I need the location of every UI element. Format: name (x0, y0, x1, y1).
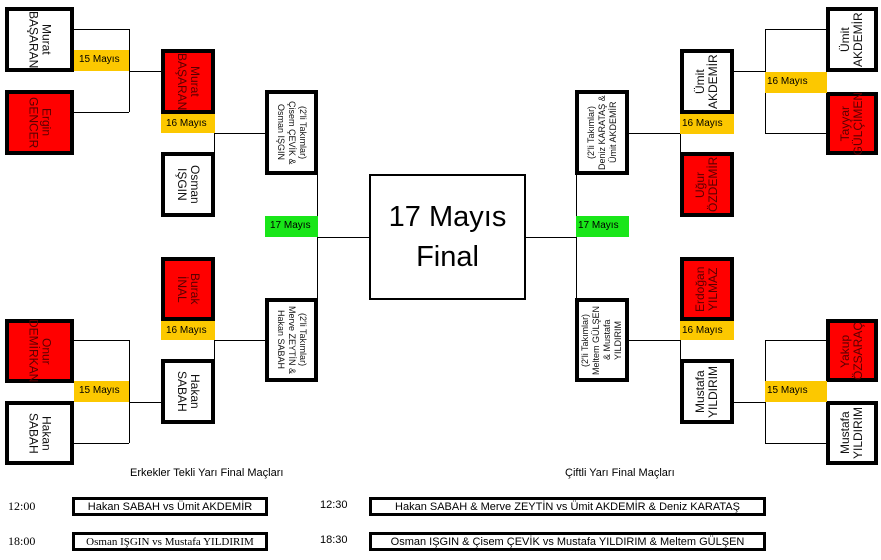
match-box[interactable]: Osman IŞGIN vs Mustafa YILDIRIM (72, 532, 268, 551)
player-box-eliminated[interactable]: Yakup ÖZSARAÇ (826, 319, 878, 382)
player-name: Murat BAŞARAN (175, 52, 202, 111)
date-label: 16 Mayıs (680, 114, 734, 134)
team-box[interactable]: (2'li Takımlar) Deniz KARATAŞ & Ümit AKD… (575, 90, 629, 175)
player-box[interactable]: Murat BAŞARAN (5, 7, 74, 72)
connector (733, 402, 765, 403)
connector (214, 340, 266, 341)
player-name: Ümit AKDEMİR (693, 54, 720, 109)
final-box[interactable]: 17 Mayıs Final (369, 174, 526, 300)
final-date: 17 Mayıs (388, 201, 507, 233)
player-name: Uğur ÖZDEMİR (693, 156, 720, 213)
doubles-caption: Çiftli Yarı Final Maçları (565, 467, 675, 479)
connector (129, 71, 162, 72)
player-name: Hakan SABAH (26, 412, 54, 454)
connector (765, 29, 827, 30)
player-name: Ümit AKDEMİR (838, 12, 865, 67)
connector (317, 237, 369, 238)
connector (73, 443, 129, 444)
player-name: Murat BAŞARAN (26, 10, 54, 69)
player-box-eliminated[interactable]: Erdoğan YILMAZ (680, 257, 734, 321)
player-box-eliminated[interactable]: Onur DEMİRKAN (5, 319, 74, 383)
date-label: 16 Mayıs (680, 321, 734, 340)
player-name: Mustafa YILDIRIM (693, 365, 720, 418)
team-box[interactable]: (2'li Takımlar) Merve ZEYTİN & Hakan SAB… (265, 298, 318, 382)
player-box[interactable]: Mustafa YILDIRIM (680, 359, 734, 424)
connector (680, 320, 681, 360)
player-box-eliminated[interactable]: Murat BAŞARAN (161, 49, 215, 114)
team-name: (2'li Takımlar) Deniz KARATAŞ & Ümit AKD… (585, 95, 618, 170)
connector (526, 237, 576, 238)
connector (733, 71, 765, 72)
player-box[interactable]: Hakan SABAH (161, 359, 215, 424)
team-box[interactable]: (2'li Takımlar) Meltem GÜLŞEN & Mustafa … (575, 298, 629, 382)
player-box-eliminated[interactable]: Burak İNAL (161, 257, 215, 321)
player-name: Burak İNAL (175, 273, 202, 305)
singles-caption: Erkekler Tekli Yarı Final Maçları (130, 467, 284, 479)
connector (680, 114, 681, 154)
connector (628, 133, 680, 134)
player-box[interactable]: Mustafa YILDIRIM (826, 401, 878, 465)
date-label: 15 Mayıs (765, 381, 827, 402)
player-box-eliminated[interactable]: Tayyar GÜLÇİMEN (826, 92, 878, 155)
date-label: 15 Mayıs (74, 381, 129, 402)
connector (73, 29, 129, 30)
date-label: 16 Mayıs (161, 321, 215, 340)
player-name: Mustafa YILDIRIM (838, 407, 865, 460)
final-label: Final (416, 241, 479, 273)
match-box[interactable]: Hakan SABAH vs Ümit AKDEMİR (72, 497, 268, 516)
date-label-final: 17 Mayıs (576, 216, 629, 237)
team-name: (2'li Takımlar) Meltem GÜLŞEN & Mustafa … (580, 305, 623, 375)
player-name: Onur DEMİRKAN (26, 319, 54, 383)
team-name: (2'li Takımlar) Çisem ÇEVİK & Osman IŞGI… (276, 100, 308, 165)
player-box[interactable]: Ümit AKDEMİR (826, 7, 878, 72)
match-time: 18:00 (8, 534, 36, 548)
connector (628, 340, 680, 341)
date-label: 16 Mayıs (161, 114, 215, 133)
connector (765, 443, 827, 444)
match-time: 12:00 (8, 499, 36, 513)
match-time: 18:30 (320, 534, 348, 546)
match-box[interactable]: Osman IŞGIN & Çisem ÇEVİK vs Mustafa YIL… (369, 532, 766, 551)
player-box[interactable]: Ümit AKDEMİR (680, 49, 734, 114)
connector (73, 112, 129, 113)
date-label: 16 Mayıs (765, 72, 827, 93)
connector (214, 133, 266, 134)
connector (214, 114, 215, 154)
date-label: 15 Mayıs (74, 50, 129, 71)
connector (73, 340, 129, 341)
player-name: Erdoğan YILMAZ (693, 266, 720, 312)
player-box[interactable]: Hakan SABAH (5, 401, 74, 465)
date-label-final: 17 Mayıs (265, 216, 318, 237)
player-box[interactable]: Osman IŞGIN (161, 152, 215, 217)
player-name: Osman IŞGIN (175, 165, 202, 204)
connector (129, 29, 130, 112)
player-box-eliminated[interactable]: Ergin GENCER (5, 90, 74, 155)
connector (129, 402, 162, 403)
player-name: Yakup ÖZSARAÇ (838, 321, 865, 380)
player-name: Ergin GENCER (26, 96, 54, 149)
match-time: 12:30 (320, 499, 348, 511)
connector (765, 133, 827, 134)
player-box-eliminated[interactable]: Uğur ÖZDEMİR (680, 152, 734, 217)
connector (129, 340, 130, 443)
player-name: Tayyar GÜLÇİMEN (838, 91, 865, 156)
player-name: Hakan SABAH (175, 371, 202, 412)
team-box[interactable]: (2'li Takımlar) Çisem ÇEVİK & Osman IŞGI… (265, 90, 318, 175)
connector (765, 340, 827, 341)
team-name: (2'li Takımlar) Merve ZEYTİN & Hakan SAB… (276, 305, 308, 374)
match-box[interactable]: Hakan SABAH & Merve ZEYTİN vs Ümit AKDEM… (369, 497, 766, 516)
